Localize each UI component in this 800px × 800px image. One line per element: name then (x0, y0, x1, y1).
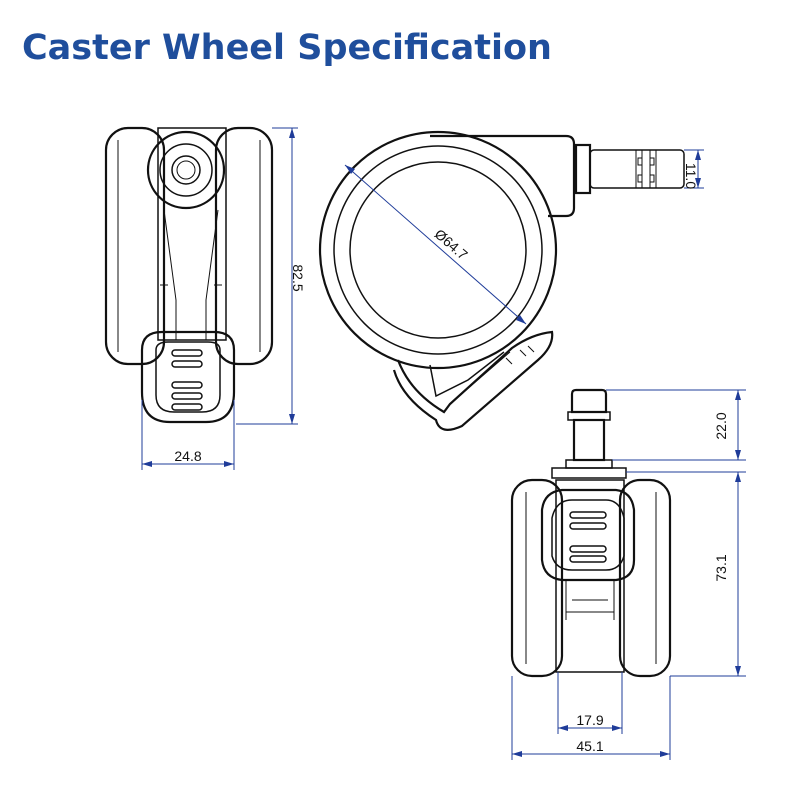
rear-view: 22.0 73.1 17.9 45.1 (510, 388, 746, 760)
page-title: Caster Wheel Specification (22, 28, 552, 68)
dim-body-height: 73.1 (713, 554, 729, 581)
dim-stem-diameter: 11.0 (683, 163, 699, 189)
dim-stem-length: 22.0 (713, 412, 729, 439)
front-view: Ø64.7 11.0 (318, 130, 704, 431)
dim-wheel-diameter: Ø64.7 (432, 226, 471, 263)
dim-wheel-width: 45.1 (576, 738, 603, 754)
dim-total-height: 82.5 (290, 264, 306, 291)
dim-inner-width: 17.9 (576, 712, 603, 728)
side-view: 82.5 24.8 (104, 126, 306, 470)
dim-side-width: 24.8 (174, 448, 201, 464)
